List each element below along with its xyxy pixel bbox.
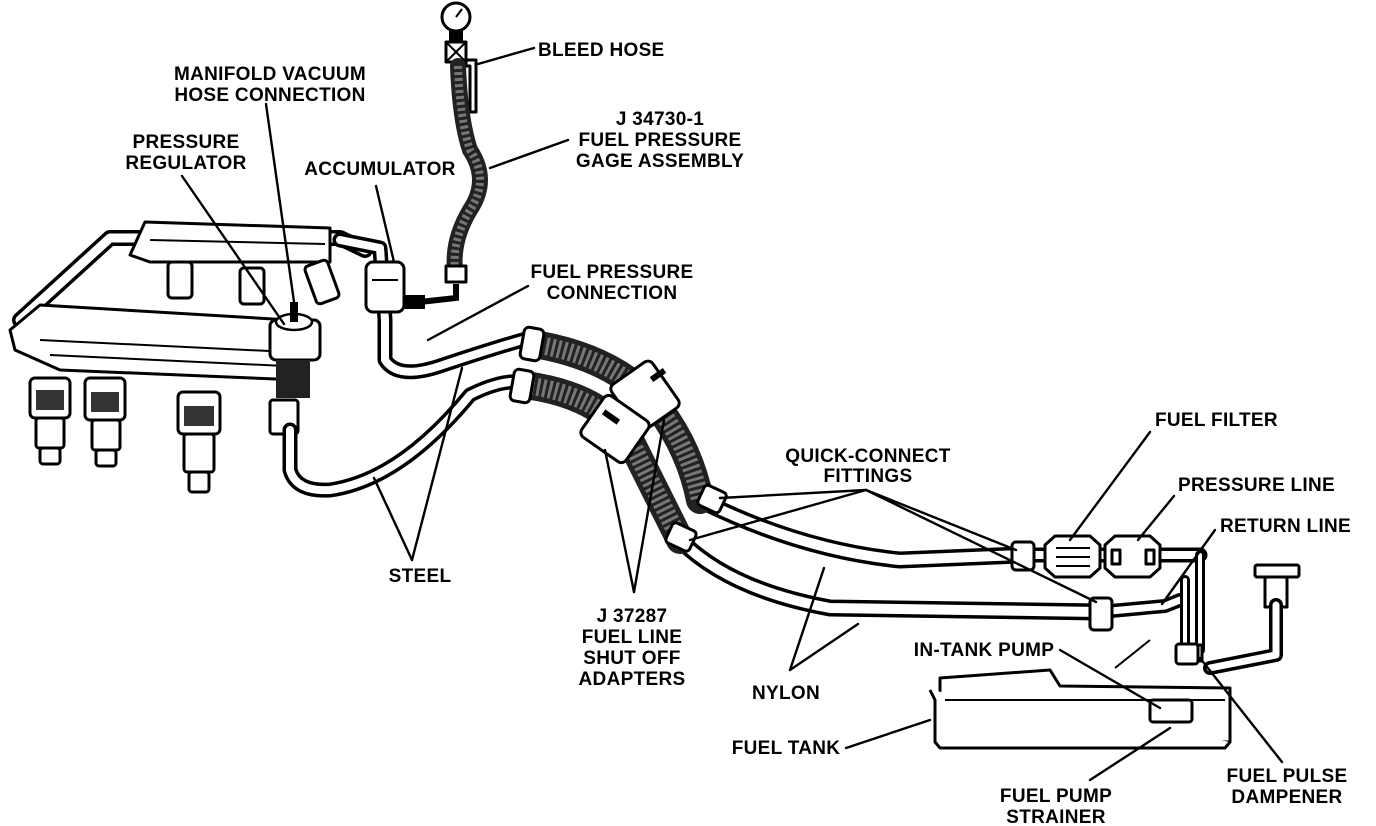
- label-strainer-line1: FUEL PUMP: [1000, 786, 1112, 807]
- label-pressure-regulator-line2: REGULATOR: [125, 153, 246, 174]
- label-nylon: NYLON: [752, 683, 820, 704]
- label-pressure-regulator-line1: PRESSURE: [133, 132, 240, 153]
- nylon-line-upper: [691, 491, 1029, 569]
- label-bleed-hose: BLEED HOSE: [538, 40, 665, 61]
- label-manifold-vacuum-line2: HOSE CONNECTION: [174, 85, 365, 106]
- steel-line-return: [282, 374, 528, 498]
- label-fuel-pressure-connection-line2: CONNECTION: [547, 283, 678, 304]
- fuel-tank: [928, 639, 1232, 750]
- fuel-filler-neck: [1203, 563, 1301, 675]
- nylon-line-lower: [671, 531, 1109, 621]
- label-fuel-pulse-line1: FUEL PULSE: [1227, 766, 1348, 787]
- label-return-line: RETURN LINE: [1220, 516, 1351, 537]
- label-fuel-pulse-line2: DAMPENER: [1231, 787, 1342, 808]
- label-shutoff-line2: FUEL LINE: [582, 627, 683, 648]
- fuel-injector-1: [28, 376, 72, 466]
- label-fuel-pressure-connection-line1: FUEL PRESSURE: [531, 262, 694, 283]
- label-fuel-filter: FUEL FILTER: [1155, 410, 1278, 431]
- pressure-line-fitting: [1103, 534, 1162, 579]
- label-quick-connect-line1: QUICK-CONNECT: [785, 446, 950, 467]
- fuel-pulse-dampener: [1174, 642, 1200, 666]
- fuel-line-shutoff-adapter-2: [579, 393, 651, 465]
- label-accumulator: ACCUMULATOR: [304, 159, 455, 180]
- label-shutoff-line3: SHUT OFF: [583, 648, 680, 669]
- label-gage-line3: GAGE ASSEMBLY: [576, 151, 744, 172]
- label-pressure-line: PRESSURE LINE: [1178, 475, 1335, 496]
- label-in-tank-pump: IN-TANK PUMP: [914, 640, 1054, 661]
- label-fuel-tank: FUEL TANK: [732, 738, 841, 759]
- fuel-injector-2: [83, 376, 127, 468]
- fuel-injector-3: [176, 390, 222, 494]
- label-manifold-vacuum-line1: MANIFOLD VACUUM: [174, 64, 366, 85]
- fuel-filter: [1043, 534, 1102, 579]
- label-gage-line1: J 34730-1: [616, 109, 704, 130]
- return-line-right: [1093, 593, 1187, 619]
- fuel-rail-assembly: [8, 220, 373, 382]
- leader-lines: [180, 46, 1284, 782]
- accumulator: [364, 260, 406, 314]
- label-steel: STEEL: [389, 566, 452, 587]
- label-gage-line2: FUEL PRESSURE: [579, 130, 742, 151]
- pressure-regulator: [268, 302, 322, 436]
- label-strainer-line2: STRAINER: [1006, 807, 1106, 826]
- label-shutoff-line1: J 37287: [597, 606, 668, 627]
- label-shutoff-line4: ADAPTERS: [579, 669, 686, 690]
- callout-labels: BLEED HOSE MANIFOLD VACUUM HOSE CONNECTI…: [125, 40, 1351, 826]
- steel-line-pressure: [332, 232, 538, 380]
- fuel-pressure-gage-assembly: [405, 1, 488, 309]
- label-quick-connect-line2: FITTINGS: [824, 466, 913, 487]
